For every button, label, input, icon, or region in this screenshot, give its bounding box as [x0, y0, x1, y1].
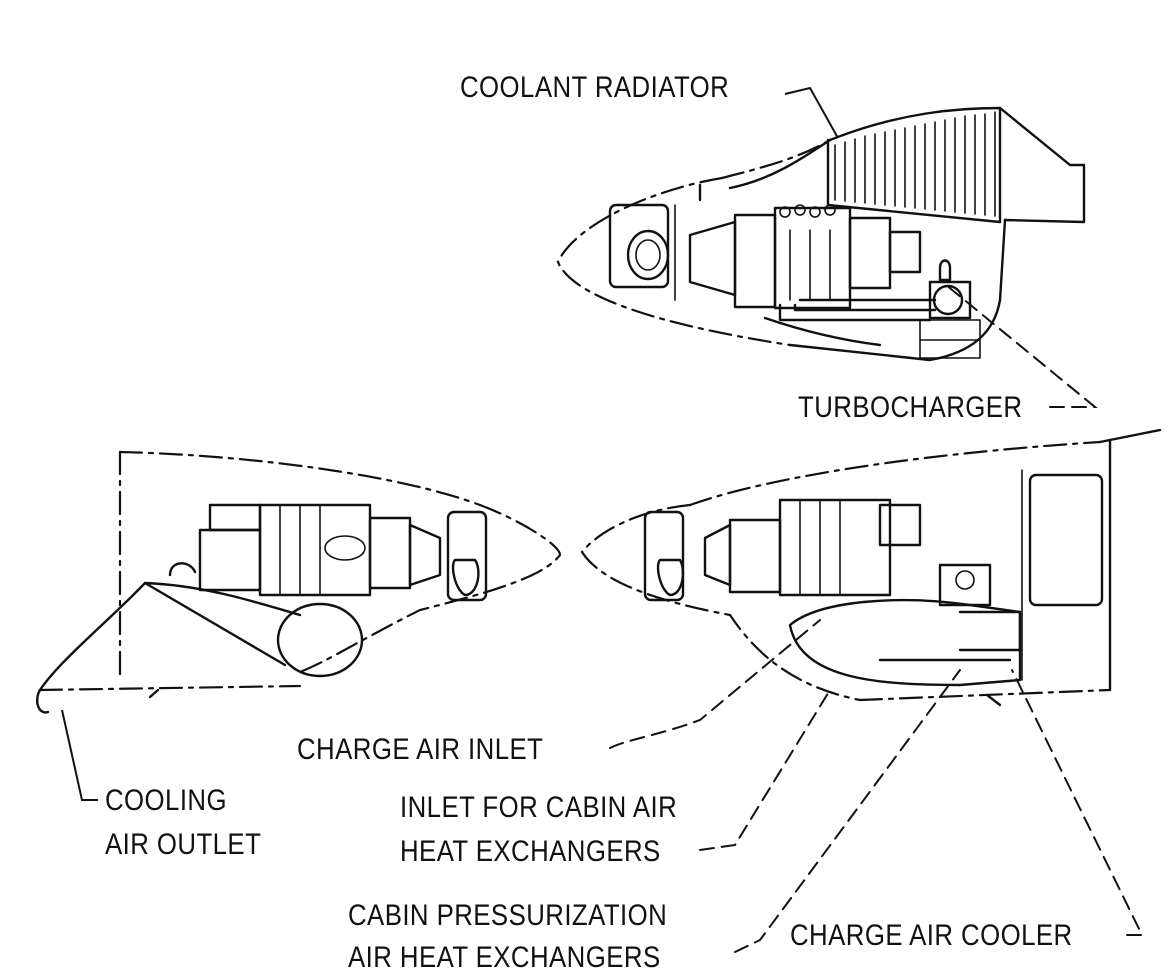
turbocharger-label: TURBOCHARGER	[798, 391, 1023, 424]
cooling-air-outlet-label-line1: COOLING	[105, 784, 227, 817]
inlet-cabin-air-label-line1: INLET FOR CABIN AIR	[400, 791, 678, 824]
leader-lines	[61, 86, 1144, 953]
cooling-air-outlet-label-line2: AIR OUTLET	[105, 828, 262, 861]
coolant-radiator-label: COOLANT RADIATOR	[460, 71, 730, 104]
inlet-cabin-air-label-line2: HEAT EXCHANGERS	[400, 835, 661, 868]
cabin-pressurization-label-line2: AIR HEAT EXCHANGERS	[348, 941, 661, 974]
left-side-nacelle	[36, 450, 562, 714]
coolant-radiator-core	[834, 111, 996, 217]
right-side-nacelle	[580, 428, 1162, 707]
charge-air-inlet-label: CHARGE AIR INLET	[297, 733, 544, 766]
charge-air-cooler-label: CHARGE AIR COOLER	[790, 919, 1073, 952]
top-nacelle	[556, 106, 1086, 362]
cabin-pressurization-label-line1: CABIN PRESSURIZATION	[348, 899, 668, 932]
